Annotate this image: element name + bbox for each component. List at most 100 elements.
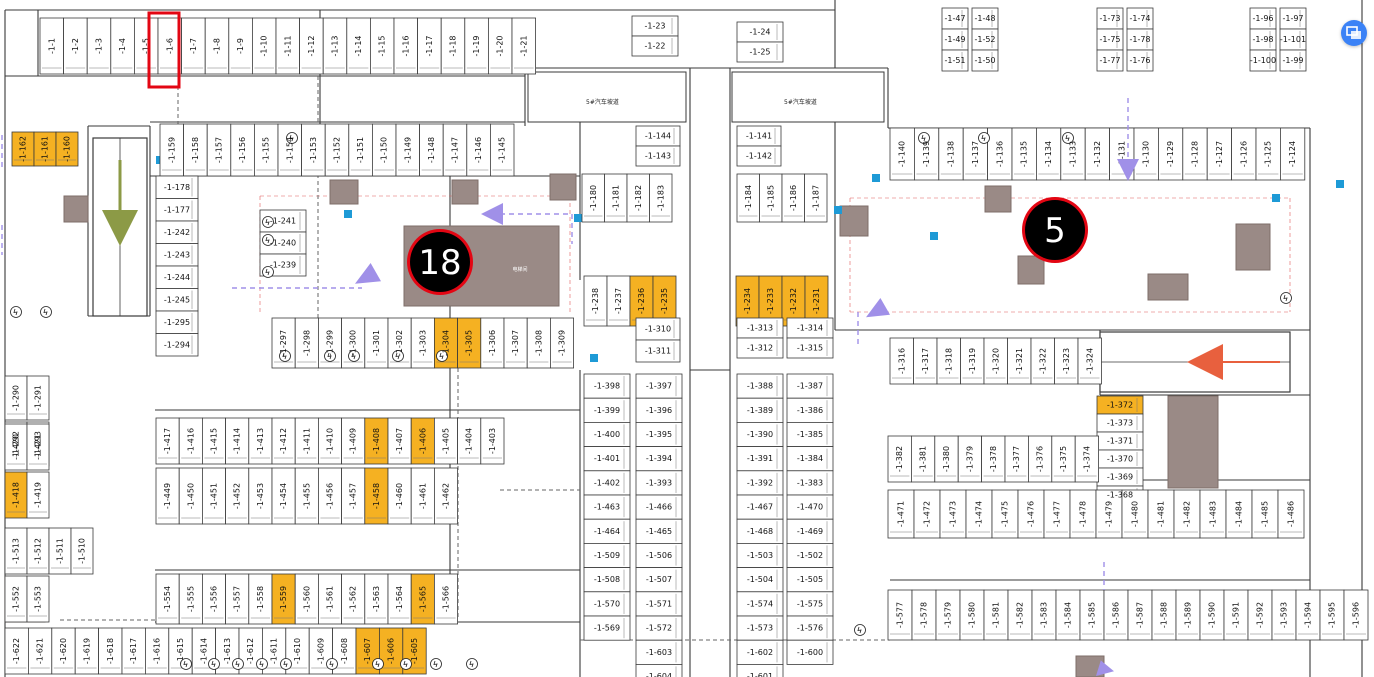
parking-space[interactable] (1147, 489, 1175, 539)
parking-space[interactable] (70, 527, 94, 575)
parking-space[interactable] (631, 35, 679, 57)
parking-space[interactable] (1277, 489, 1305, 539)
parking-space[interactable] (987, 127, 1013, 181)
parking-space[interactable] (155, 333, 199, 357)
parking-space[interactable] (965, 489, 993, 539)
parking-space[interactable] (1173, 489, 1201, 539)
parking-space[interactable] (786, 494, 834, 520)
parking-space[interactable] (550, 317, 575, 369)
parking-space[interactable] (1231, 127, 1257, 181)
parking-space[interactable] (786, 615, 834, 641)
parking-space[interactable] (1175, 589, 1201, 641)
parking-space[interactable] (1279, 49, 1307, 72)
parking-space[interactable] (736, 421, 784, 447)
parking-space[interactable] (583, 518, 631, 544)
parking-space[interactable] (635, 543, 683, 569)
parking-space[interactable] (736, 397, 784, 423)
parking-space[interactable] (786, 567, 834, 593)
parking-space[interactable] (1079, 589, 1105, 641)
parking-space[interactable] (1280, 127, 1306, 181)
parking-space[interactable] (1182, 127, 1208, 181)
parking-space[interactable] (635, 339, 681, 363)
parking-space[interactable] (736, 145, 782, 167)
parking-space[interactable] (480, 417, 505, 465)
parking-space[interactable] (1074, 435, 1099, 483)
map-layers-button[interactable] (1341, 20, 1367, 46)
parking-space[interactable] (1126, 49, 1154, 72)
parking-space[interactable] (635, 615, 683, 641)
parking-space[interactable] (786, 639, 834, 665)
parking-space[interactable] (786, 421, 834, 447)
parking-space[interactable] (433, 573, 458, 625)
parking-space[interactable] (1319, 589, 1345, 641)
parking-space[interactable] (1036, 127, 1062, 181)
parking-space[interactable] (1158, 127, 1184, 181)
parking-space[interactable] (1343, 589, 1369, 641)
parking-space[interactable] (786, 446, 834, 472)
parking-space[interactable] (1133, 127, 1159, 181)
parking-space[interactable] (736, 470, 784, 496)
parking-space[interactable] (786, 373, 834, 399)
parking-space[interactable] (887, 489, 915, 539)
parking-space[interactable] (1223, 589, 1249, 641)
parking-space[interactable] (1077, 337, 1102, 385)
parking-space[interactable] (583, 373, 631, 399)
parking-space[interactable] (1043, 489, 1071, 539)
parking-space[interactable] (983, 589, 1009, 641)
parking-space[interactable] (736, 518, 784, 544)
parking-space[interactable] (971, 49, 999, 72)
parking-space[interactable] (736, 446, 784, 472)
parking-space[interactable] (1225, 489, 1253, 539)
parking-space[interactable] (583, 615, 631, 641)
parking-space[interactable] (1084, 127, 1110, 181)
parking-space[interactable] (26, 575, 50, 623)
parking-space[interactable] (55, 131, 79, 167)
parking-space[interactable] (889, 127, 915, 181)
parking-space[interactable] (1255, 127, 1281, 181)
parking-space[interactable] (511, 17, 537, 75)
parking-space[interactable] (959, 589, 985, 641)
parking-space[interactable] (911, 589, 937, 641)
parking-space[interactable] (786, 337, 834, 359)
parking-space[interactable] (1251, 489, 1279, 539)
parking-space[interactable] (635, 145, 681, 167)
parking-space[interactable] (26, 423, 50, 471)
parking-space[interactable] (991, 489, 1019, 539)
parking-space[interactable] (1103, 589, 1129, 641)
parking-space[interactable] (26, 471, 50, 519)
parking-space[interactable] (939, 489, 967, 539)
parking-space[interactable] (1295, 589, 1321, 641)
parking-space[interactable] (635, 421, 683, 447)
parking-space[interactable] (635, 397, 683, 423)
parking-space[interactable] (938, 127, 964, 181)
parking-space[interactable] (26, 375, 50, 421)
parking-space[interactable] (1096, 49, 1124, 72)
parking-space[interactable] (583, 421, 631, 447)
parking-space[interactable] (1271, 589, 1297, 641)
parking-space[interactable] (736, 41, 784, 63)
parking-space[interactable] (913, 489, 941, 539)
parking-space[interactable] (786, 470, 834, 496)
parking-space[interactable] (583, 446, 631, 472)
parking-space[interactable] (786, 518, 834, 544)
parking-space[interactable] (786, 591, 834, 617)
parking-space[interactable] (736, 373, 784, 399)
parking-space[interactable] (887, 589, 913, 641)
parking-space[interactable] (635, 373, 683, 399)
parking-space[interactable] (736, 567, 784, 593)
parking-space[interactable] (804, 173, 828, 223)
marker-5[interactable]: 5 (1022, 197, 1088, 263)
parking-space[interactable] (786, 543, 834, 569)
parking-space[interactable] (736, 639, 784, 665)
parking-space[interactable] (736, 337, 784, 359)
parking-space[interactable] (583, 543, 631, 569)
parking-space[interactable] (635, 446, 683, 472)
parking-space[interactable] (1247, 589, 1273, 641)
parking-space[interactable] (736, 591, 784, 617)
parking-space[interactable] (489, 123, 515, 177)
parking-space[interactable] (736, 615, 784, 641)
parking-space[interactable] (583, 470, 631, 496)
parking-space[interactable] (635, 639, 683, 665)
parking-space[interactable] (941, 49, 969, 72)
